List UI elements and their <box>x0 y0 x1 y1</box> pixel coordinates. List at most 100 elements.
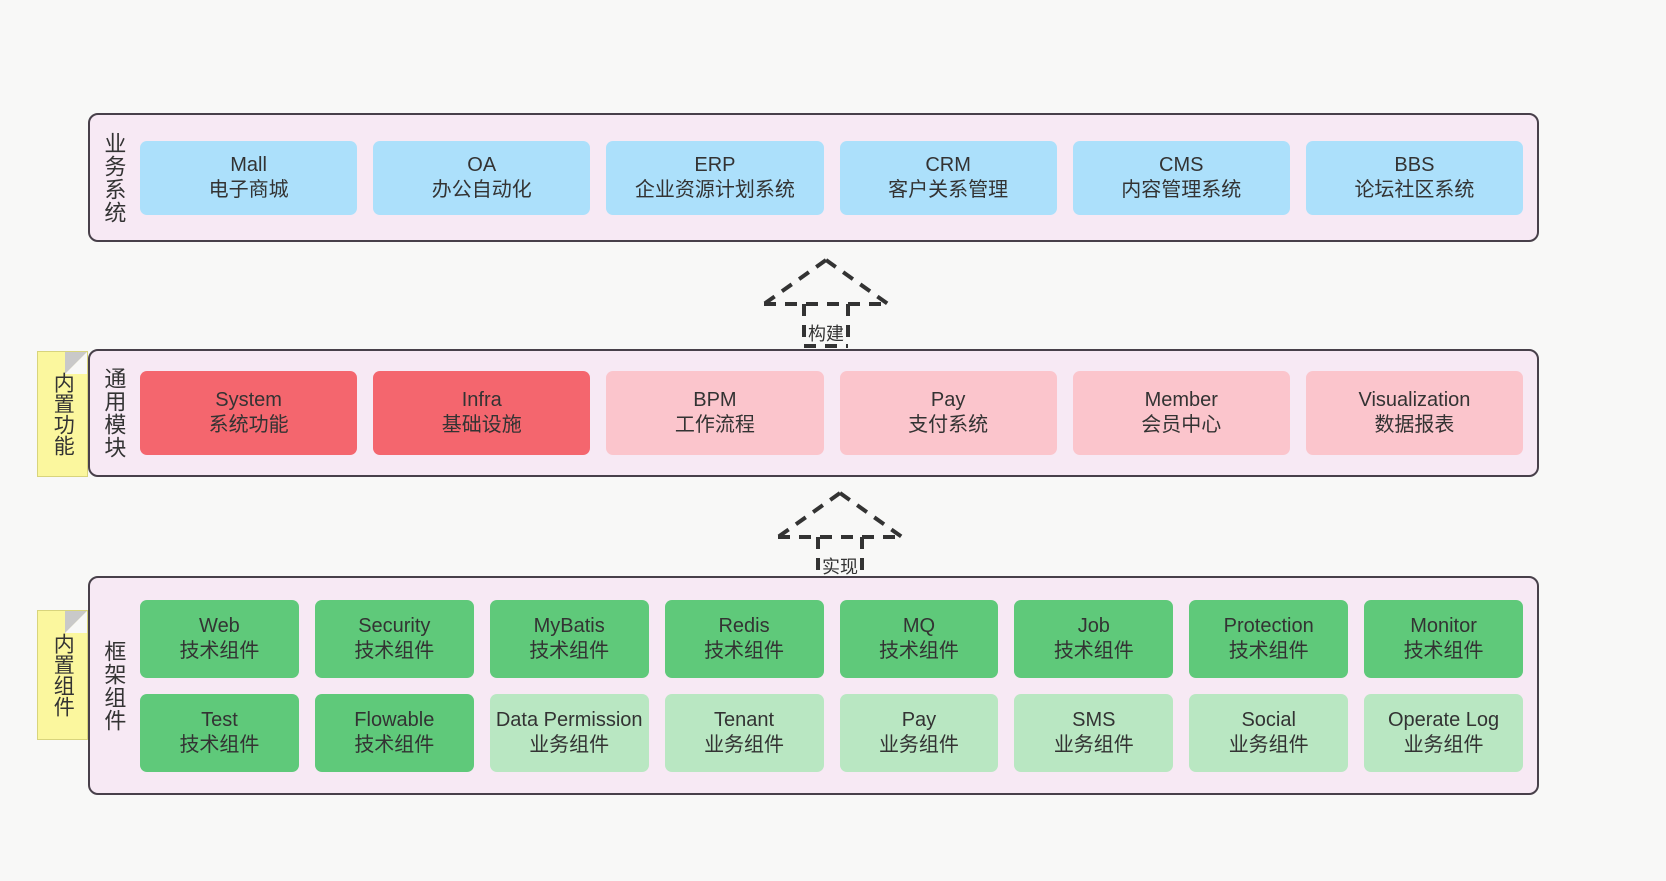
common-modules-row: System 系统功能 Infra 基础设施 BPM 工作流程 Pay 支付系统… <box>140 371 1524 455</box>
card-mybatis-cn: 技术组件 <box>529 639 610 662</box>
card-erp-en: ERP <box>694 153 736 176</box>
card-system[interactable]: System 系统功能 <box>140 371 358 455</box>
card-member[interactable]: Member 会员中心 <box>1072 371 1290 455</box>
card-security-en: Security <box>358 614 431 637</box>
card-pay-module-cn: 支付系统 <box>908 414 989 436</box>
layer-body-framework: Web 技术组件 Security 技术组件 MyBatis 技术组件 Redi… <box>136 578 1537 793</box>
card-operate-log[interactable]: Operate Log 业务组件 <box>1364 693 1523 772</box>
card-monitor[interactable]: Monitor 技术组件 <box>1364 599 1523 678</box>
card-data-permission-cn: 业务组件 <box>529 733 610 756</box>
card-redis[interactable]: Redis 技术组件 <box>664 599 824 678</box>
card-oa-en: OA <box>467 153 497 176</box>
card-pay-component-cn: 业务组件 <box>878 733 959 756</box>
card-sms-en: SMS <box>1072 708 1116 731</box>
card-mall-cn: 电子商城 <box>208 178 289 201</box>
card-cms[interactable]: CMS 内容管理系统 <box>1072 140 1290 215</box>
card-crm-cn: 客户关系管理 <box>888 178 1009 201</box>
card-infra-cn: 基础设施 <box>441 414 522 436</box>
card-redis-cn: 技术组件 <box>704 639 785 662</box>
card-test-cn: 技术组件 <box>179 733 260 756</box>
business-systems-row: Mall 电子商城 OA 办公自动化 ERP 企业资源计划系统 CRM 客户关系… <box>140 140 1524 215</box>
connector-implement: 实现 <box>750 485 930 585</box>
card-social-en: Social <box>1241 708 1296 731</box>
card-mq[interactable]: MQ 技术组件 <box>839 599 999 678</box>
card-flowable[interactable]: Flowable 技术组件 <box>314 693 474 772</box>
card-protection-cn: 技术组件 <box>1228 639 1309 662</box>
card-protection[interactable]: Protection 技术组件 <box>1189 599 1349 678</box>
card-visualization-en: Visualization <box>1358 389 1471 411</box>
card-security-cn: 技术组件 <box>354 639 435 662</box>
card-system-en: System <box>215 389 282 411</box>
card-sms[interactable]: SMS 业务组件 <box>1014 693 1174 772</box>
card-operate-log-en: Operate Log <box>1387 708 1500 731</box>
card-mybatis[interactable]: MyBatis 技术组件 <box>489 599 649 678</box>
card-bbs-en: BBS <box>1394 153 1435 176</box>
framework-tech-row: Web 技术组件 Security 技术组件 MyBatis 技术组件 Redi… <box>140 599 1523 678</box>
card-visualization-cn: 数据报表 <box>1374 414 1455 436</box>
layer-title-business: 业务系统 <box>101 131 127 224</box>
card-infra-en: Infra <box>461 389 502 411</box>
card-mq-cn: 技术组件 <box>878 639 959 662</box>
layer-common-modules: 通用模块 System 系统功能 Infra 基础设施 BPM 工作流程 Pay… <box>88 349 1539 477</box>
card-operate-log-cn: 业务组件 <box>1403 733 1484 756</box>
card-bpm[interactable]: BPM 工作流程 <box>606 371 824 455</box>
card-job-cn: 技术组件 <box>1053 639 1134 662</box>
card-data-permission[interactable]: Data Permission 业务组件 <box>489 693 649 772</box>
card-flowable-en: Flowable <box>354 708 435 731</box>
card-member-cn: 会员中心 <box>1141 414 1222 436</box>
card-security[interactable]: Security 技术组件 <box>314 599 474 678</box>
card-bpm-en: BPM <box>693 389 737 411</box>
card-pay-component-en: Pay <box>901 708 937 731</box>
card-redis-en: Redis <box>718 614 770 637</box>
card-test[interactable]: Test 技术组件 <box>140 693 299 772</box>
card-bpm-cn: 工作流程 <box>674 414 755 436</box>
card-erp-cn: 企业资源计划系统 <box>634 178 795 201</box>
note-builtin-components-label: 内置组件 <box>51 633 75 717</box>
layer-title-framework: 框架组件 <box>101 639 127 732</box>
card-bbs[interactable]: BBS 论坛社区系统 <box>1305 140 1524 215</box>
card-web-en: Web <box>199 614 240 637</box>
card-oa[interactable]: OA 办公自动化 <box>373 140 591 215</box>
connector-build-icon <box>762 258 890 348</box>
card-erp[interactable]: ERP 企业资源计划系统 <box>606 140 824 215</box>
layer-framework-components: 框架组件 Web 技术组件 Security 技术组件 MyBatis 技术组件… <box>88 576 1539 795</box>
card-system-cn: 系统功能 <box>208 414 289 436</box>
card-job-en: Job <box>1077 614 1110 637</box>
note-builtin-features-label: 内置功能 <box>51 372 75 456</box>
card-mybatis-en: MyBatis <box>533 614 605 637</box>
card-pay-module[interactable]: Pay 支付系统 <box>839 371 1057 455</box>
card-job[interactable]: Job 技术组件 <box>1014 599 1174 678</box>
card-tenant[interactable]: Tenant 业务组件 <box>664 693 824 772</box>
card-infra[interactable]: Infra 基础设施 <box>373 371 591 455</box>
card-member-en: Member <box>1144 389 1218 411</box>
connector-build: 构建 <box>736 252 916 352</box>
card-cms-en: CMS <box>1159 153 1204 176</box>
framework-business-row: Test 技术组件 Flowable 技术组件 Data Permission … <box>140 693 1523 772</box>
card-monitor-cn: 技术组件 <box>1403 639 1484 662</box>
card-test-en: Test <box>201 708 238 731</box>
card-crm-en: CRM <box>925 153 971 176</box>
card-social-cn: 业务组件 <box>1228 733 1309 756</box>
connector-implement-label: 实现 <box>822 557 858 577</box>
card-sms-cn: 业务组件 <box>1053 733 1134 756</box>
card-monitor-en: Monitor <box>1410 614 1477 637</box>
card-tenant-cn: 业务组件 <box>704 733 785 756</box>
card-social[interactable]: Social 业务组件 <box>1189 693 1349 772</box>
card-protection-en: Protection <box>1223 614 1314 637</box>
card-bbs-cn: 论坛社区系统 <box>1354 178 1475 201</box>
card-tenant-en: Tenant <box>714 708 775 731</box>
layer-title-common: 通用模块 <box>101 367 127 459</box>
card-mall[interactable]: Mall 电子商城 <box>140 140 358 215</box>
card-crm[interactable]: CRM 客户关系管理 <box>839 140 1057 215</box>
note-builtin-components: 内置组件 <box>37 610 88 740</box>
card-flowable-cn: 技术组件 <box>354 733 435 756</box>
card-oa-cn: 办公自动化 <box>431 178 532 201</box>
layer-business-systems: 业务系统 Mall 电子商城 OA 办公自动化 ERP 企业资源计划系统 CRM… <box>88 113 1539 242</box>
card-pay-component[interactable]: Pay 业务组件 <box>839 693 999 772</box>
card-mq-en: MQ <box>902 614 936 637</box>
card-web[interactable]: Web 技术组件 <box>140 599 299 678</box>
note-builtin-features: 内置功能 <box>37 351 88 477</box>
card-cms-cn: 内容管理系统 <box>1121 178 1242 201</box>
card-visualization[interactable]: Visualization 数据报表 <box>1305 371 1524 455</box>
layer-body-common: System 系统功能 Infra 基础设施 BPM 工作流程 Pay 支付系统… <box>136 351 1537 475</box>
